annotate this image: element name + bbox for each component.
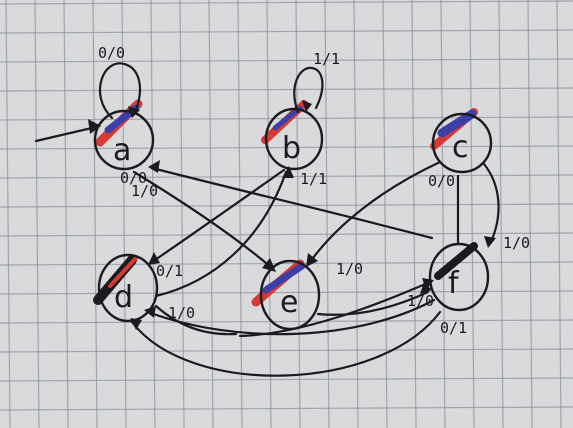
grid-line-horizontal (0, 58, 573, 63)
initial-arrow (34, 119, 101, 143)
grid-line-vertical (527, 0, 533, 428)
transition-f-d-lower: 0/1 (130, 310, 467, 377)
transition-c-e: 0/0 (306, 160, 455, 267)
transition-f-d-lower-label: 0/1 (440, 319, 467, 337)
state-a: a (93, 109, 155, 171)
grid-line-vertical (324, 0, 330, 428)
grid-line-horizontal (0, 377, 573, 382)
grid-line-vertical (5, 0, 11, 428)
grid-line-vertical (150, 0, 156, 428)
grid-line-horizontal (0, 319, 573, 324)
transition-e-f-label: 1/0 (336, 260, 363, 278)
transition-b-b-label: 1/1 (313, 50, 340, 68)
grid-line-horizontal (0, 348, 573, 353)
grid-line-vertical (556, 0, 562, 428)
grid-line-vertical (63, 0, 69, 428)
state-c-label: c (452, 130, 469, 165)
transition-f-d-upper-label: 1/0 (168, 304, 195, 322)
grid-line-vertical (498, 0, 504, 428)
transition-b-b: 1/1 (293, 50, 340, 114)
grid-line-horizontal (0, 0, 573, 5)
transition-f-a-label: 0/0 (120, 169, 147, 187)
state-f: f (428, 242, 490, 312)
transition-c-f: 1/0 (456, 162, 530, 252)
state-c: c (431, 112, 493, 174)
state-a-label: a (113, 133, 131, 168)
transition-a-e: 1/0 (131, 170, 276, 272)
grid-line-horizontal (0, 406, 573, 411)
grid-line-vertical (440, 0, 446, 428)
grid-line-horizontal (0, 29, 573, 34)
grid-line-vertical (121, 0, 127, 428)
transition-c-e-label: 0/0 (428, 172, 455, 190)
grid-line-horizontal (0, 87, 573, 92)
grid-line-horizontal (0, 261, 573, 266)
transition-b-d-label: 1/1 (300, 170, 327, 188)
state-b: b (264, 107, 324, 171)
transition-c-f-label: 1/0 (503, 234, 530, 252)
state-d: d (97, 253, 159, 323)
grid-line-vertical (237, 0, 243, 428)
transition-d-f-label: 1/0 (407, 292, 434, 310)
grid-line-vertical (92, 0, 98, 428)
transition-f-d-upper: 1/0 (144, 298, 436, 336)
state-f-label: f (448, 266, 460, 301)
transition-a-a: 0/0 (98, 44, 141, 120)
grid-line-vertical (382, 0, 388, 428)
transition-a-a-label: 0/0 (98, 44, 125, 62)
state-d-label: d (114, 280, 133, 315)
transition-d-b-label: 0/1 (156, 262, 183, 280)
transition-a-e-label: 1/0 (131, 182, 158, 200)
state-b-label: b (282, 131, 301, 166)
grid-line-vertical (469, 0, 475, 428)
transition-f-a: 0/0 (120, 160, 434, 240)
grid-line-horizontal (0, 203, 573, 208)
grid-line-horizontal (0, 232, 573, 237)
transition-b-d: 1/1 (148, 168, 327, 265)
grid-line-vertical (179, 0, 185, 428)
grid-line-vertical (411, 0, 417, 428)
grid-line-vertical (208, 0, 214, 428)
transition-d-b: 0/1 (154, 166, 294, 298)
grid-line-vertical (295, 0, 301, 428)
state-e-label: e (280, 285, 298, 320)
grid-line-horizontal (0, 290, 573, 295)
grid-line-vertical (34, 0, 40, 428)
grid-line-vertical (266, 0, 272, 428)
